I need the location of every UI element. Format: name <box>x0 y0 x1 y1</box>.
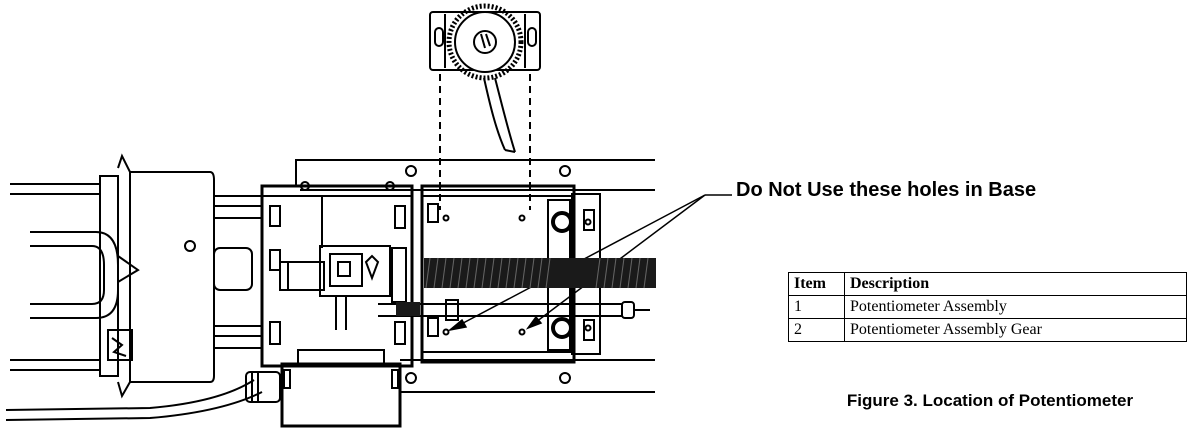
potentiometer-assembly-drawing <box>429 3 541 153</box>
connecting-rods <box>213 195 262 349</box>
table-header-row: Item Description <box>788 272 1187 296</box>
table-cell-item: 1 <box>788 295 845 319</box>
table-row: 2 Potentiometer Assembly Gear <box>788 318 1187 342</box>
table-cell-description: Potentiometer Assembly Gear <box>844 318 1187 342</box>
callout-do-not-use-holes: Do Not Use these holes in Base <box>736 179 1037 201</box>
power-cable <box>5 371 281 421</box>
parts-table: Item Description 1 Potentiometer Assembl… <box>788 272 1187 342</box>
control-box <box>280 349 402 428</box>
column-header-description: Description <box>844 272 1187 296</box>
lead-screw <box>396 257 656 316</box>
motor-body <box>10 153 215 399</box>
column-header-item: Item <box>788 272 845 296</box>
figure-caption: Figure 3. Location of Potentiometer <box>846 391 1134 410</box>
table-cell-description: Potentiometer Assembly <box>844 295 1187 319</box>
table-cell-item: 2 <box>788 318 845 342</box>
table-row: 1 Potentiometer Assembly <box>788 295 1187 319</box>
base-plate <box>295 159 655 393</box>
gearbox-housing <box>260 181 414 368</box>
